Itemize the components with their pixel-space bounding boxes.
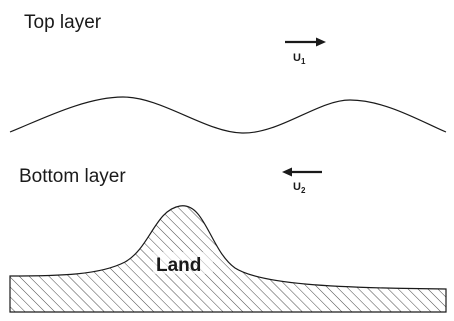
bottom-velocity-arrow: [282, 167, 322, 177]
land-label: Land: [156, 255, 201, 276]
land-body: [9, 205, 447, 313]
top-layer-label: Top layer: [24, 12, 102, 33]
top-velocity-arrow: [285, 37, 326, 47]
layer-interface-wave: [9, 96, 447, 134]
bottom-velocity-label: U2: [293, 181, 306, 195]
bottom-layer-label: Bottom layer: [19, 166, 126, 187]
top-velocity-label: U1: [293, 52, 306, 66]
land-label-backing: [153, 252, 213, 274]
